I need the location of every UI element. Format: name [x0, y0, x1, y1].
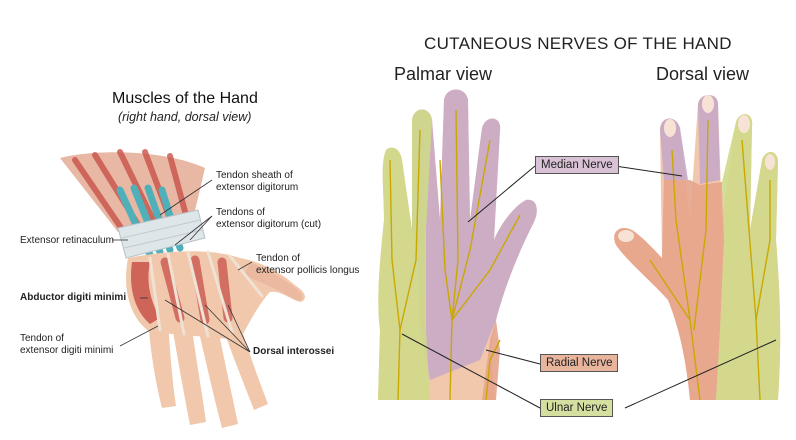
tendon-sheath-shape	[116, 184, 184, 259]
nail-thumb	[618, 230, 634, 242]
nerve-leader-lines	[401, 165, 777, 409]
median-nerve-area-palmar	[412, 89, 537, 380]
abductor-digiti-minimi-muscle	[130, 262, 160, 324]
thumb	[244, 262, 303, 301]
right-figure-title: CUTANEOUS NERVES OF THE HAND	[424, 34, 732, 53]
radial-nerve-label: Radial Nerve	[540, 354, 619, 372]
extensor-retinaculum-band	[117, 209, 206, 259]
label-extensor-retinaculum: Extensor retinaculum	[20, 235, 114, 246]
label-dorsal-interossei: Dorsal interossei	[253, 346, 335, 357]
label-tendons-cut: Tendons of extensor digitorum (cut)	[216, 207, 322, 230]
nail-middle	[702, 95, 714, 113]
ulnar-nerve-label: Ulnar Nerve	[540, 399, 614, 417]
palmar-view-label: Palmar view	[394, 64, 493, 84]
nail-ring	[738, 115, 750, 133]
ulnar-nerve-area-dorsal	[716, 114, 781, 400]
dorsal-hand-illustration	[614, 95, 781, 401]
dorsal-view-label: Dorsal view	[656, 64, 750, 84]
label-tendon-sheath: Tendon sheath of extensor digitorum	[216, 170, 299, 193]
nail-index	[664, 119, 676, 137]
dorsal-hand-muscle-illustration	[60, 149, 305, 428]
finger-index	[222, 324, 268, 410]
finger-little	[148, 318, 176, 408]
label-abductor-digiti-minimi: Abductor digiti minimi	[20, 292, 127, 303]
dorsal-nerve-lines	[649, 119, 771, 401]
label-tendon-pollicis: Tendon of extensor pollicis longus	[256, 253, 360, 276]
extensor-tendons	[148, 250, 264, 338]
finger-middle	[198, 328, 238, 428]
nail-little	[765, 154, 775, 170]
median-nerve-label: Median Nerve	[535, 156, 619, 174]
palmar-hand-illustration	[378, 89, 537, 401]
finger-ring	[172, 326, 206, 425]
ulnar-nerve-area-palmar	[378, 109, 432, 400]
radial-nerve-area-palmar	[482, 320, 500, 400]
left-figure-title: Muscles of the Hand	[112, 90, 258, 107]
median-nerve-area-dorsal-middle	[698, 95, 720, 184]
radial-nerve-area-dorsal	[614, 180, 724, 400]
leader-lines-left	[112, 179, 253, 353]
left-figure-subtitle: (right hand, dorsal view)	[118, 110, 252, 124]
label-tendon-minimi: Tendon of extensor digiti minimi	[20, 333, 114, 356]
